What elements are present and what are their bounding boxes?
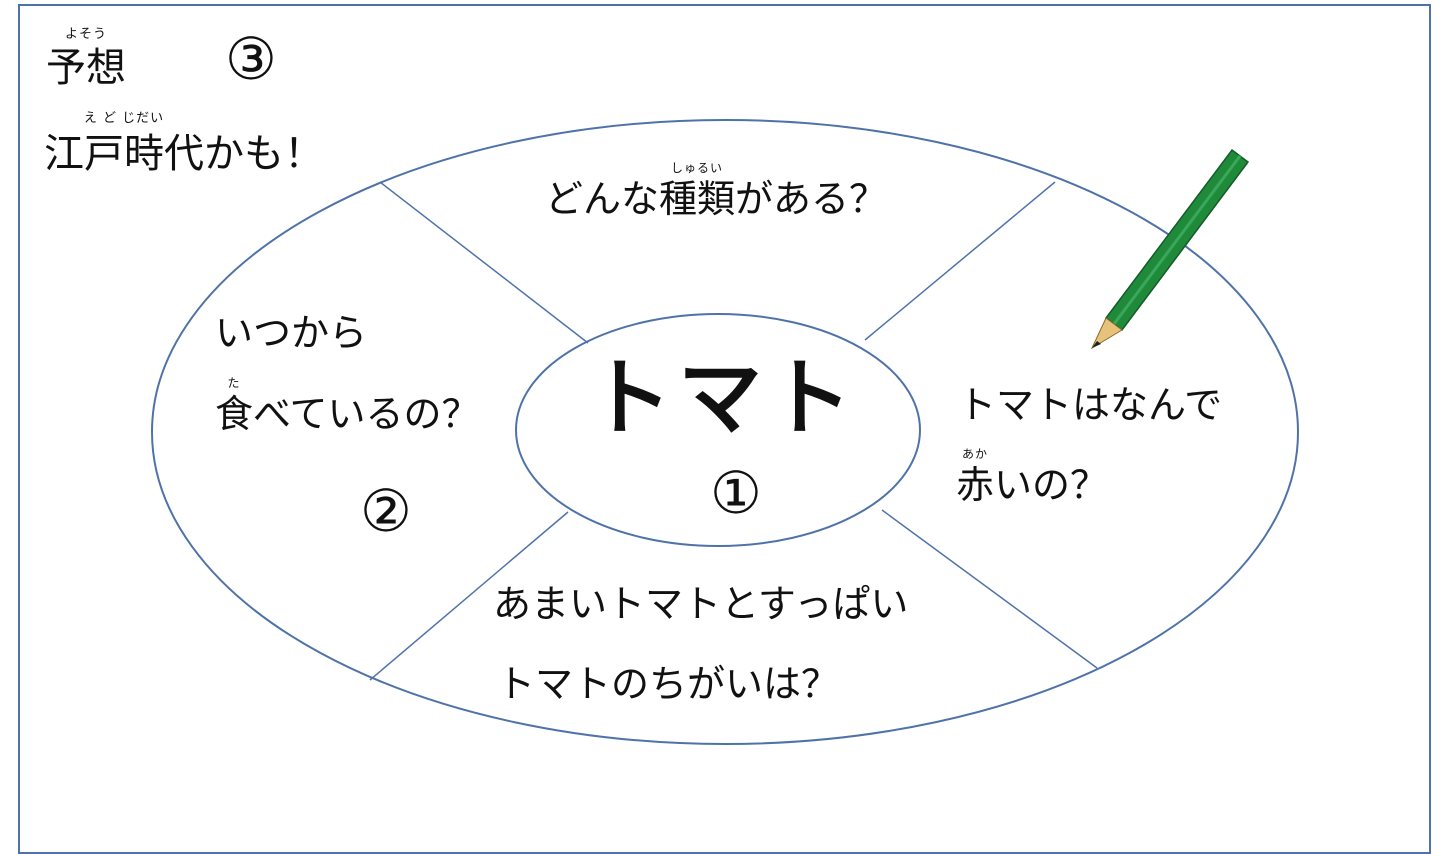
divider-top-left [379, 181, 589, 344]
outer-ellipse [151, 119, 1299, 745]
question-top: どんなしゅるい種類がある？ [545, 161, 888, 221]
question-left-line1: いつから [215, 311, 368, 355]
question-bottom-line2: トマトのちがいは？ [497, 662, 840, 706]
divider-bottom-right [881, 509, 1098, 669]
question-right-line2: あか赤いの？ [956, 447, 1109, 507]
center-label: トマト [588, 349, 859, 447]
divider-bottom-left [369, 511, 569, 681]
question-right-line1: トマトはなんで [958, 383, 1223, 427]
question-left-line2: た食べているの？ [215, 376, 480, 436]
marker-two: ② [360, 477, 412, 545]
center-ellipse [515, 313, 921, 547]
prediction-line: え ど じだい江戸時代かも！ [44, 111, 324, 177]
divider-top-right [864, 181, 1056, 341]
question-bottom-line1: あまいトマトとすっぱい [493, 582, 909, 626]
pencil-icon [1090, 148, 1250, 350]
marker-three: ③ [225, 25, 277, 93]
marker-one: ① [710, 459, 762, 527]
prediction-heading: よそう予想 [46, 27, 126, 91]
